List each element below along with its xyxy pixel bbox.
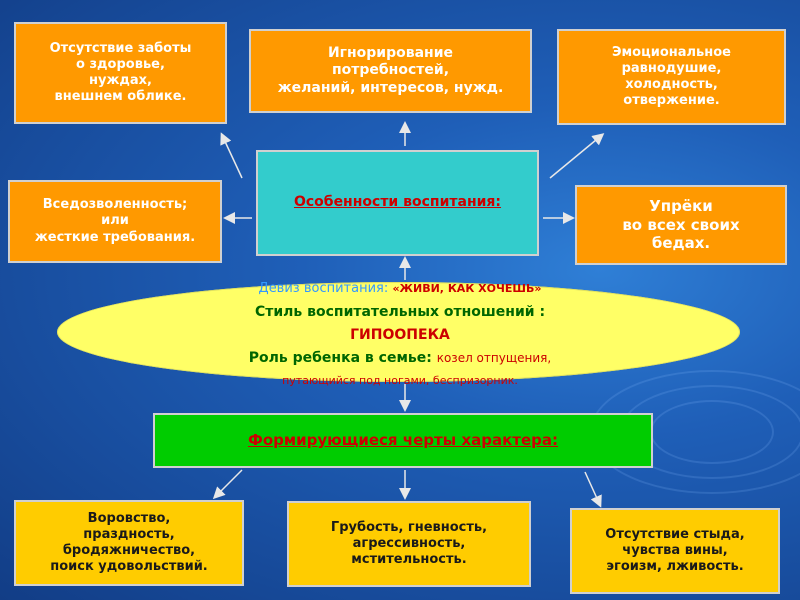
- style-label: Стиль воспитательных отношений :: [254, 304, 546, 320]
- bottom-left-line-4: поиск удовольствий.: [50, 559, 208, 575]
- arrow-to-top-right: [549, 133, 605, 179]
- center-title: Особенности воспитания:: [293, 194, 502, 211]
- style-ellipse: [57, 282, 740, 382]
- bottom-right-line-1: Отсутствие стыда,: [605, 526, 745, 542]
- bottom-middle-line-1: Грубость, гневность,: [330, 519, 488, 535]
- top-right-line-4: отвержение.: [623, 93, 720, 109]
- forming-traits-box: Формирующиеся черты характера:: [153, 413, 653, 468]
- arrow-to-bottom-right: [584, 471, 602, 508]
- top-left-line-2: о здоровье,: [76, 56, 165, 72]
- forming-title: Формирующиеся черты характера:: [247, 431, 559, 450]
- bottom-right-box: Отсутствие стыда, чувства вины, эгоизм, …: [570, 508, 780, 594]
- role-value-2: путающийся под ногами, беспризорник.: [282, 374, 518, 387]
- side-left-line-1: Вседозволенность;: [42, 197, 188, 213]
- bottom-left-line-3: бродяжничество,: [62, 543, 196, 558]
- style-value: ГИПООПЕКА: [350, 327, 450, 343]
- motto-line: Девиз воспитания: «ЖИВИ, КАК ХОЧЕШЬ»: [0, 281, 800, 296]
- side-left-line-3: жесткие требования.: [34, 229, 196, 245]
- role-line: Роль ребенка в семье: козел отпущения,: [0, 350, 800, 366]
- top-right-line-3: холодность,: [625, 77, 718, 92]
- center-box: Особенности воспитания:: [256, 150, 539, 256]
- bottom-middle-line-2: агрессивность,: [352, 535, 466, 551]
- bottom-left-line-2: праздность,: [83, 526, 175, 542]
- top-left-line-3: нуждах,: [89, 73, 152, 88]
- side-right-line-1: Упрёки: [649, 196, 713, 215]
- top-middle-line-3: желаний, интересов, нужд.: [277, 79, 504, 96]
- bottom-left-box: Воровство, праздность, бродяжничество, п…: [14, 500, 244, 586]
- motto-value: «ЖИВИ, КАК ХОЧЕШЬ»: [392, 282, 542, 295]
- bottom-middle-box: Грубость, гневность, агрессивность, мсти…: [287, 501, 531, 587]
- top-right-box: Эмоциональное равнодушие, холодность, от…: [557, 29, 786, 125]
- bottom-right-line-3: эгоизм, лживость.: [606, 559, 744, 575]
- bottom-middle-line-3: мстительность.: [351, 552, 467, 568]
- side-left-box: Вседозволенность; или жесткие требования…: [8, 180, 222, 263]
- top-left-line-4: внешнем облике.: [54, 89, 187, 105]
- top-left-box: Отсутствие заботы о здоровье, нуждах, вн…: [14, 22, 227, 124]
- bottom-left-line-1: Воровство,: [87, 510, 171, 526]
- top-middle-line-1: Игнорирование: [327, 44, 454, 61]
- bottom-right-line-2: чувства вины,: [622, 542, 728, 558]
- side-left-line-2: или: [101, 213, 129, 229]
- side-right-line-3: бедах.: [651, 234, 711, 253]
- top-middle-box: Игнорирование потребностей, желаний, инт…: [249, 29, 532, 113]
- top-left-line-1: Отсутствие заботы: [49, 40, 192, 56]
- side-right-box: Упрёки во всех своих бедах.: [575, 185, 787, 265]
- arrow-to-top-left: [220, 132, 243, 179]
- role-value-1: козел отпущения,: [436, 351, 552, 365]
- top-right-line-2: равнодушие,: [621, 60, 722, 76]
- top-right-line-1: Эмоциональное: [612, 44, 731, 60]
- top-middle-line-2: потребностей,: [331, 62, 450, 79]
- role-label: Роль ребенка в семье:: [248, 350, 432, 366]
- arrow-to-bottom-left: [212, 469, 243, 500]
- motto-label: Девиз воспитания:: [258, 281, 389, 296]
- side-right-line-2: во всех своих: [622, 215, 740, 234]
